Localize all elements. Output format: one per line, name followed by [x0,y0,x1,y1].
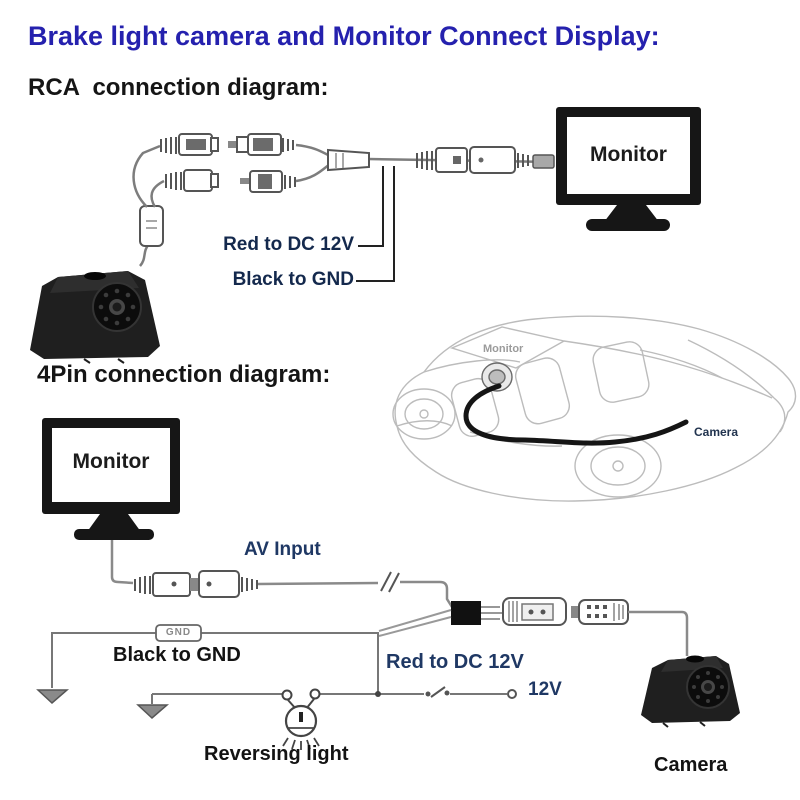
av-connector-icon [134,570,258,598]
12v-label: 12V [528,679,562,700]
ground-icon [136,704,170,720]
cable-junction-icon [327,148,370,172]
camera-pigtail-cable [139,243,150,267]
camera-cable [628,610,689,656]
red-to-dc-label: Red to DC 12V [386,651,524,673]
label-leader-lines [356,166,395,282]
car-monitor-label: Monitor [483,343,524,355]
wire-junction-dot [375,691,381,697]
12v-terminal-icon [507,689,517,699]
y-splitter-icon [139,205,164,247]
aviation-connector-icon [502,597,629,626]
dc-jack-icon [165,169,219,192]
page-title: Brake light camera and Monitor Connect D… [28,21,660,51]
camera-label: Camera [654,754,728,776]
monitor-label: Monitor [72,450,150,473]
monitor-icon [42,418,180,540]
black-to-gnd-label: Black to GND [232,269,354,290]
red-to-dc-label: Red to DC 12V [223,234,354,255]
break-symbol-icon [380,571,400,593]
pigtail-branch-cables [132,144,165,208]
rca-plug-icon [228,133,294,156]
gnd-wire [51,632,379,688]
rca-section-heading: RCA connection diagram: [28,74,329,101]
monitor-av-cable [110,540,454,608]
monitor-label: Monitor [590,143,667,166]
pin4-section-heading: 4Pin connection diagram: [37,361,331,388]
switch-icon [425,686,450,698]
gnd-tag [155,624,202,642]
monitor-icon [556,107,701,231]
power-splitter-icon [378,601,503,637]
camera-icon [30,271,160,364]
black-to-gnd-label: Black to GND [113,644,241,666]
car-cable [463,383,689,446]
camera-icon [641,655,740,728]
reversing-circuit-wire [151,693,507,704]
inline-connector-icon [416,146,555,174]
dc-plug-icon [240,170,296,193]
car-camera-label: Camera [694,425,739,439]
reversing-light-label: Reversing light [204,743,349,765]
bulb-icon [281,688,321,750]
car-sketch [392,315,797,502]
av-input-label: AV Input [244,539,321,560]
ground-icon [36,689,70,705]
rca-jack-icon [160,133,219,156]
gnd-tag-label: GND [165,627,192,638]
